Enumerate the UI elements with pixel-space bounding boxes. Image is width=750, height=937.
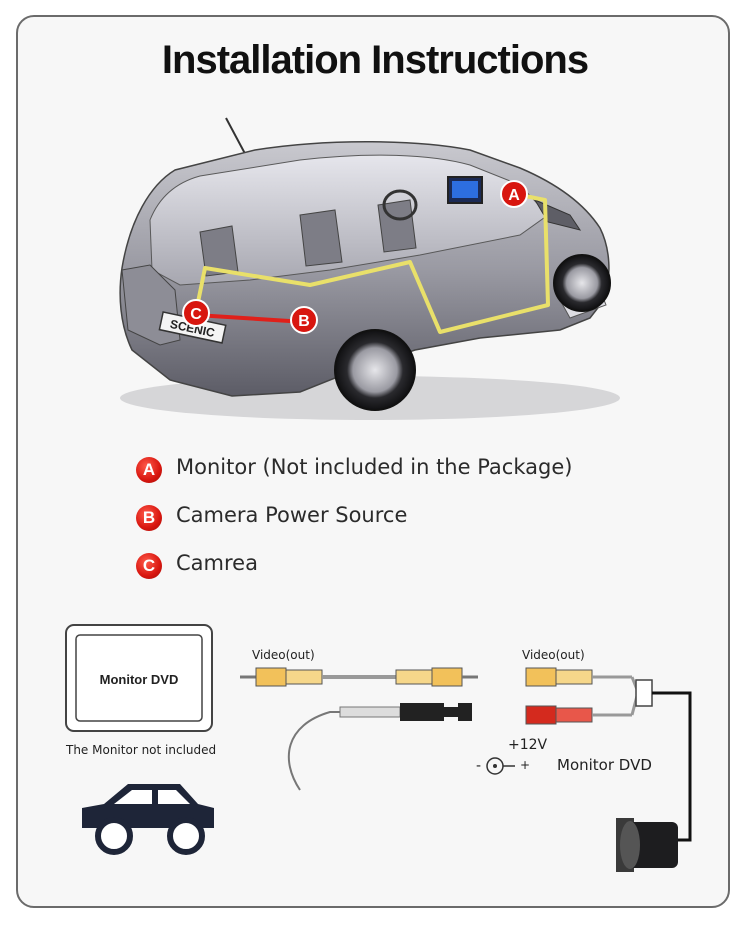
wiring-diagram: Monitor DVD xyxy=(65,624,692,872)
polarity-plus: + xyxy=(520,758,531,772)
steering-wheel xyxy=(382,189,418,221)
rear-camera xyxy=(616,818,678,872)
video-wire-route xyxy=(194,193,550,334)
car-icon xyxy=(82,784,214,855)
legend-badge-a: A xyxy=(136,457,162,483)
video-out-label-left: Video(out) xyxy=(252,648,315,662)
monitor-dvd-text: Monitor DVD xyxy=(557,756,652,774)
badge-b-label: B xyxy=(298,313,310,330)
legend-text-power: Camera Power Source xyxy=(176,503,408,527)
monitor-dvd-box: Monitor DVD xyxy=(65,624,213,732)
legend-item-monitor: A Monitor (Not included in the Package) xyxy=(136,455,616,485)
badge-c-label: C xyxy=(190,306,202,323)
cable-junction xyxy=(630,676,692,842)
power-wire-route xyxy=(195,313,306,324)
monitor-not-included-caption: The Monitor not included xyxy=(66,743,217,757)
page-title: Installation Instructions xyxy=(161,38,589,82)
video-out-label-right: Video(out) xyxy=(522,648,585,662)
legend-item-power: B Camera Power Source xyxy=(136,503,616,533)
rear-wheel xyxy=(334,329,416,411)
dc-polarity-symbol xyxy=(486,757,515,775)
legend-text-monitor: Monitor (Not included in the Package) xyxy=(176,455,573,479)
badge-a-label: A xyxy=(508,187,520,204)
badge-c: C xyxy=(182,299,210,327)
legend-item-camera: C Camrea xyxy=(136,551,616,581)
car-installation-illustration: SCENIC A B C xyxy=(119,117,620,420)
badge-a: A xyxy=(500,180,528,208)
video-rca-cable-right xyxy=(525,667,632,687)
front-wheel xyxy=(553,254,611,312)
voltage-label: +12V xyxy=(508,737,548,753)
polarity-minus: - xyxy=(476,758,482,774)
dash-monitor-screen xyxy=(452,181,478,198)
video-rca-cable-left xyxy=(240,667,478,687)
monitor-dvd-label: Monitor DVD xyxy=(100,672,179,687)
power-rca-cable-right xyxy=(525,705,632,725)
middle-seat xyxy=(299,209,343,267)
power-cable-left xyxy=(287,703,472,791)
legend-text-camera: Camrea xyxy=(176,551,258,575)
legend-badge-b: B xyxy=(136,505,162,531)
legend-badge-c: C xyxy=(136,553,162,579)
badge-b: B xyxy=(290,306,318,334)
